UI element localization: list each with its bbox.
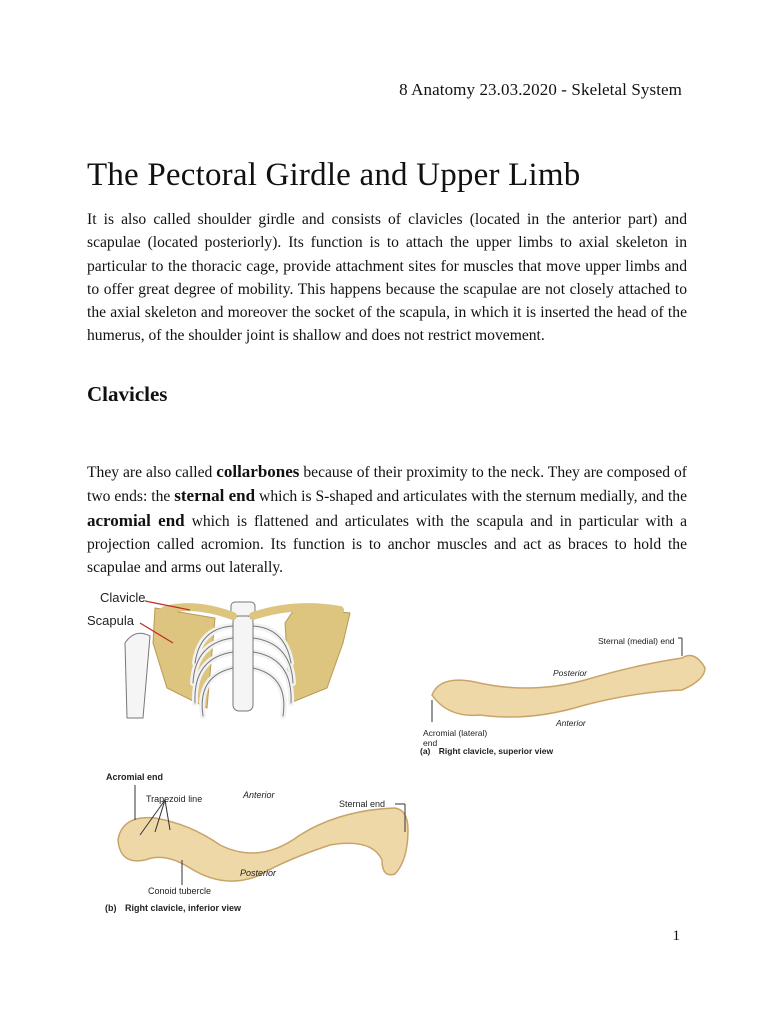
term-acromial-end: acromial end bbox=[87, 510, 185, 530]
label-anterior-inferior: Anterior bbox=[243, 790, 275, 800]
humerus-shape bbox=[124, 632, 151, 719]
caption-text: Right clavicle, inferior view bbox=[125, 903, 242, 913]
label-conoid-tubercle: Conoid tubercle bbox=[148, 886, 212, 896]
caption-inferior: (b) Right clavicle, inferior view bbox=[105, 903, 241, 913]
clavicle-shape-right bbox=[249, 603, 344, 620]
trapezoid-leader-line-3 bbox=[164, 799, 171, 831]
term-sternal-end: sternal end bbox=[174, 486, 256, 506]
clavicles-paragraph: They are also called collarbones because… bbox=[87, 460, 687, 579]
label-clavicle: Clavicle bbox=[100, 590, 146, 605]
label-acromial-end: Acromial end bbox=[106, 772, 164, 782]
section-heading-clavicles: Clavicles bbox=[87, 382, 168, 406]
text-run: because of their proximity to the neck. … bbox=[87, 464, 687, 506]
rib-cage bbox=[190, 623, 296, 719]
clavicle-shape bbox=[161, 603, 237, 620]
page-header: 8 Anatomy 23.03.2020 - Skeletal System bbox=[399, 80, 682, 99]
scapula-leader-line bbox=[139, 622, 174, 644]
clavicle-leader-line bbox=[144, 600, 191, 611]
thorax-figure bbox=[124, 600, 351, 719]
label-sternal-end: Sternal end bbox=[339, 799, 386, 809]
caption-text: Right clavicle, superior view bbox=[438, 746, 554, 756]
label-scapula: Scapula bbox=[87, 613, 134, 628]
caption-superior: (a) Right clavicle, superior view bbox=[420, 746, 553, 756]
label-acromial-lateral-end: Acromial (lateral) end bbox=[423, 728, 488, 748]
clavicle-inferior-figure bbox=[117, 785, 409, 885]
page-title: The Pectoral Girdle and Upper Limb bbox=[87, 157, 581, 193]
text-run: They are also called bbox=[87, 464, 217, 481]
clavicle-inferior-bone bbox=[117, 807, 409, 882]
trapezoid-leader-line-2 bbox=[154, 799, 166, 833]
scapula-shape-right bbox=[284, 607, 351, 704]
label-posterior-inferior: Posterior bbox=[240, 868, 277, 878]
term-collarbones: collarbones bbox=[216, 462, 300, 481]
vertebra-shape bbox=[230, 601, 256, 617]
caption-letter: (a) bbox=[420, 746, 431, 756]
page-number: 1 bbox=[672, 928, 681, 944]
intro-paragraph: It is also called shoulder girdle and co… bbox=[87, 211, 687, 345]
trapezoid-leader-line-1 bbox=[139, 799, 166, 836]
label-sternal-medial-end: Sternal (medial) end bbox=[598, 636, 675, 646]
clavicle-superior-figure bbox=[431, 637, 706, 722]
label-trapezoid-line: Trapezoid line bbox=[146, 794, 203, 804]
text-run: which is flattened and articulates with … bbox=[87, 512, 687, 577]
sternum-shape bbox=[232, 615, 254, 712]
label-posterior-superior: Posterior bbox=[553, 668, 588, 678]
caption-letter: (b) bbox=[105, 903, 117, 913]
clavicle-superior-bone bbox=[431, 654, 706, 718]
label-anterior-superior: Anterior bbox=[556, 718, 586, 728]
text-run: which is S-shaped and articulates with t… bbox=[255, 488, 687, 506]
